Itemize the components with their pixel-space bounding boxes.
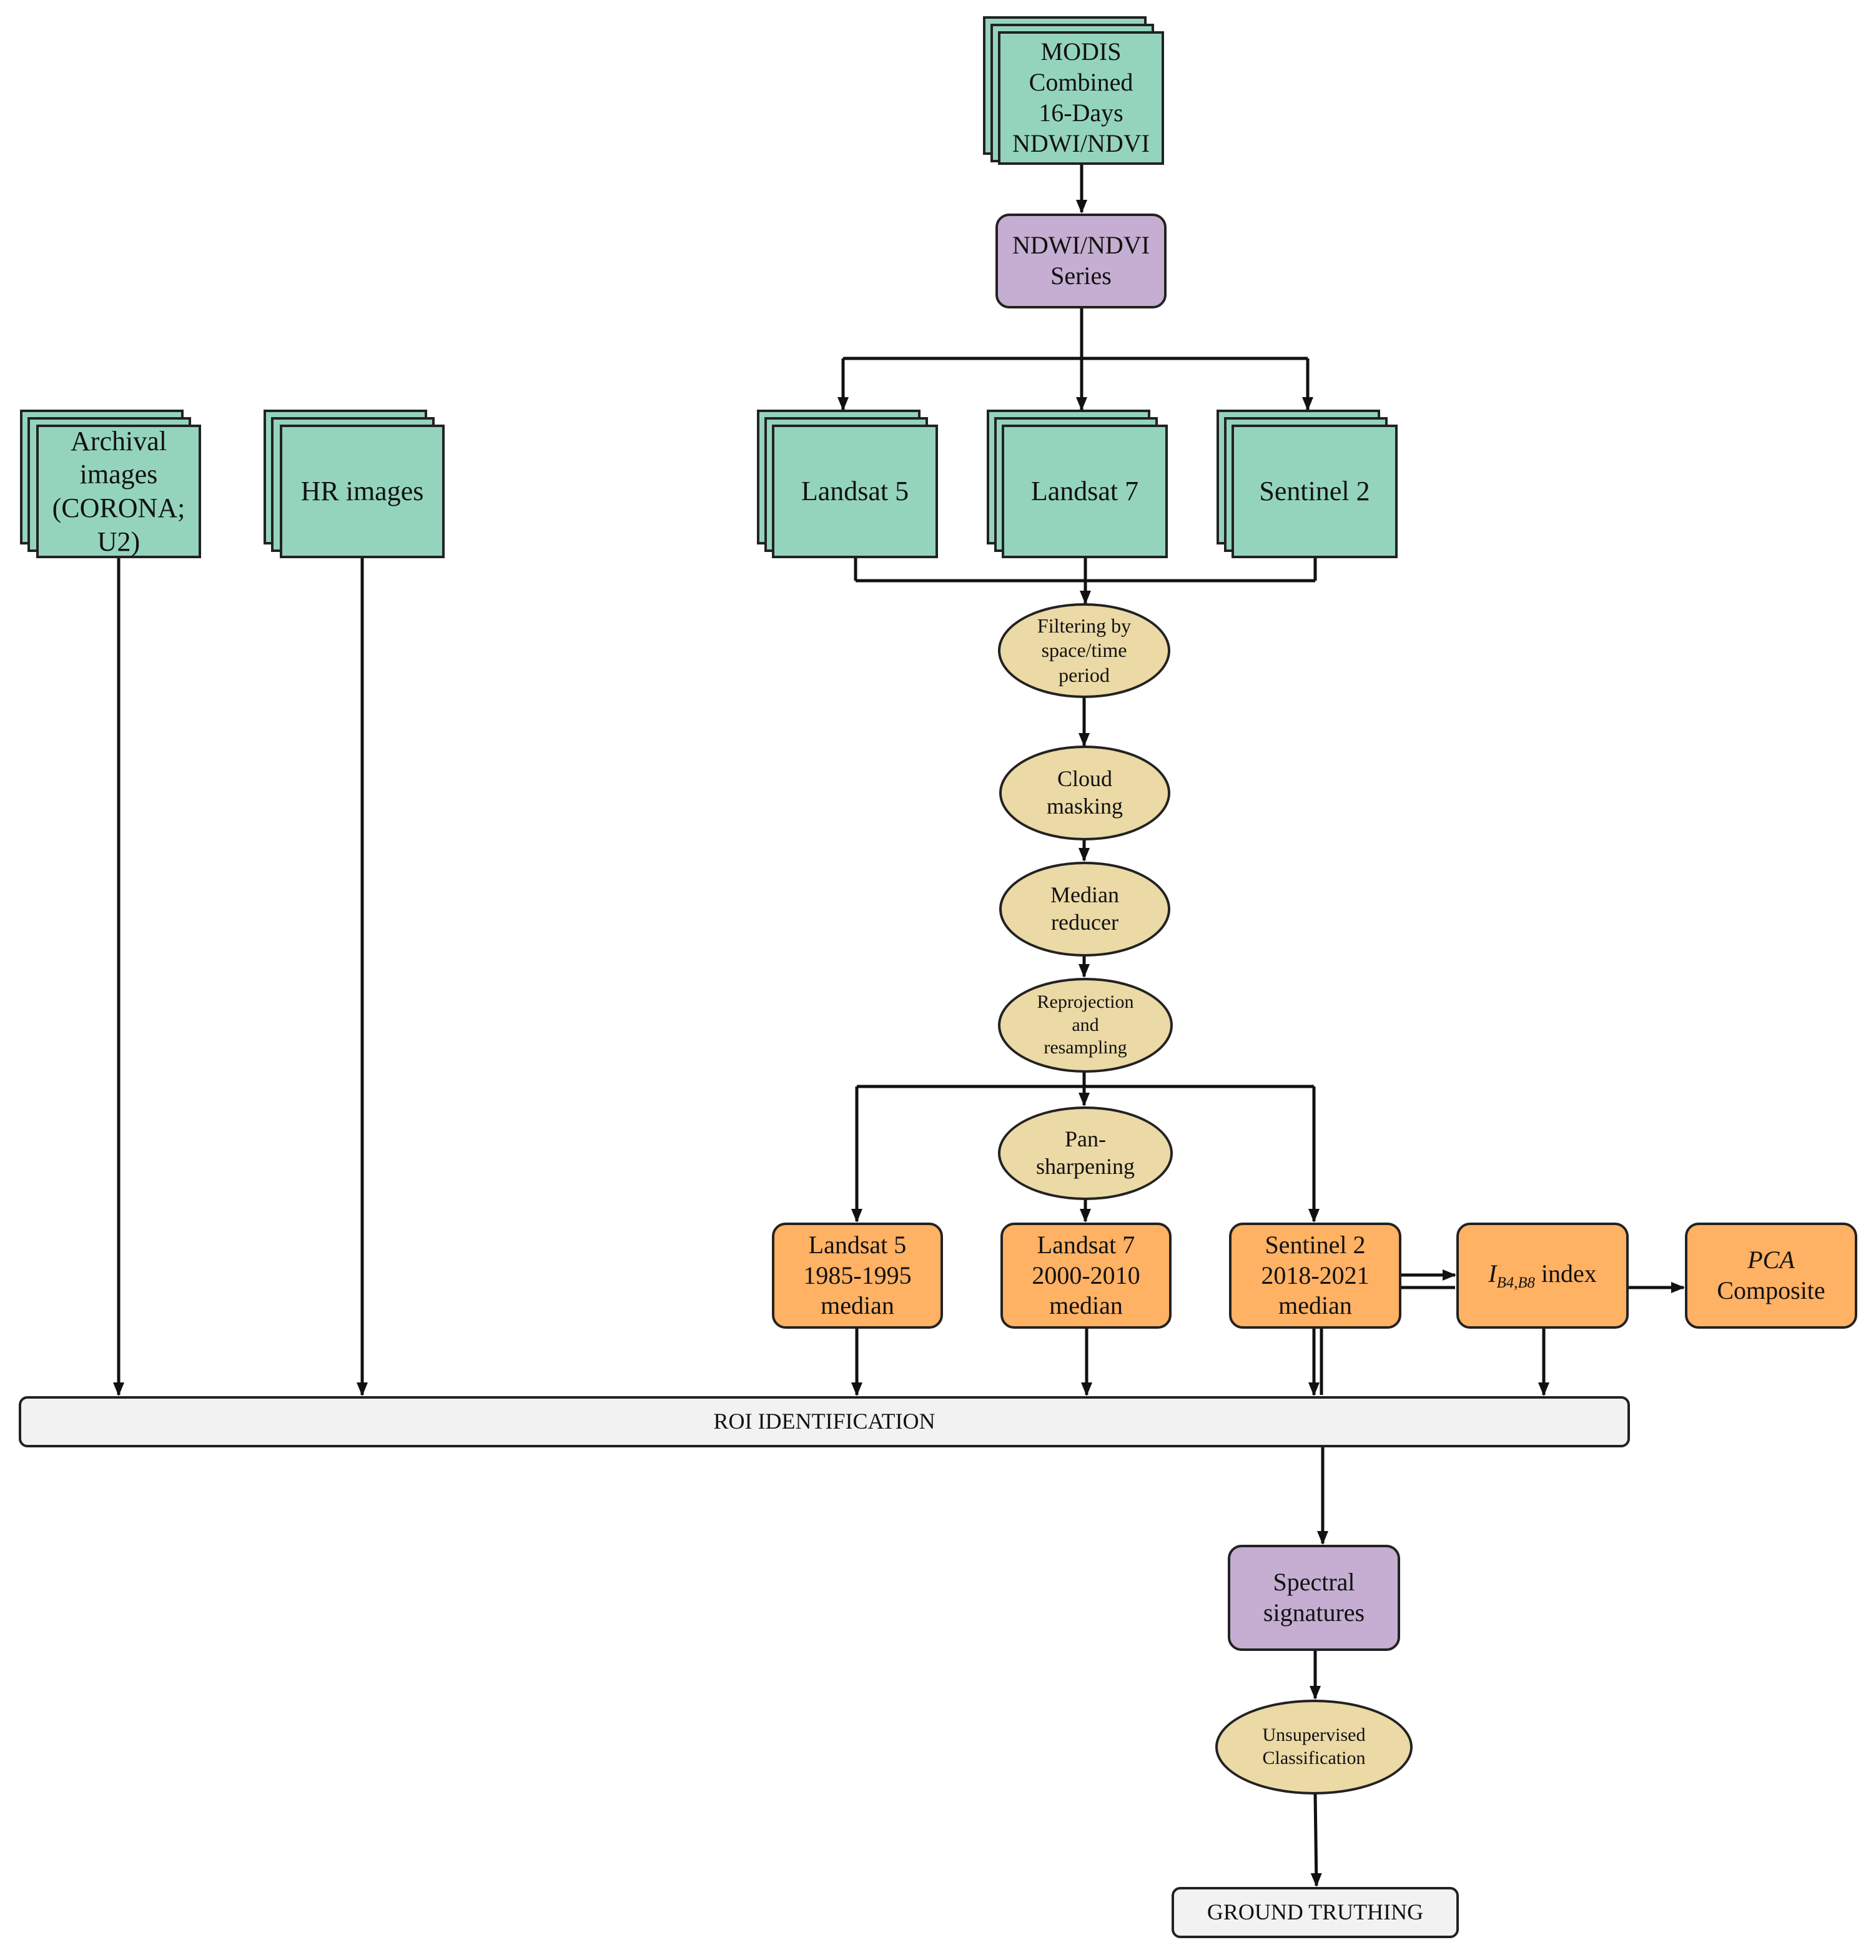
ground-truthing-label: GROUND TRUTHING xyxy=(1207,1899,1424,1925)
s2-median-line-3: median xyxy=(1278,1291,1352,1320)
hr-images-box: HR images xyxy=(280,425,445,558)
pca-composite-box: PCA Composite xyxy=(1685,1223,1857,1329)
l7-median-line-3: median xyxy=(1049,1291,1123,1320)
spectral-signatures-box: Spectral signatures xyxy=(1228,1545,1400,1651)
median-line-2: reducer xyxy=(1051,910,1118,935)
cloud-line-2: masking xyxy=(1047,794,1123,819)
arrow-unsupervised-to-ground xyxy=(1310,1793,1322,1887)
pansharpening-ellipse: Pan- sharpening xyxy=(998,1106,1173,1200)
archival-line-3: (CORONA; xyxy=(52,493,185,523)
archival-line-4: U2) xyxy=(97,526,141,557)
landsat5-label: Landsat 5 xyxy=(801,476,909,507)
reprojection-line-2: and xyxy=(1072,1014,1099,1035)
unsupervised-classification-ellipse: Unsupervised Classification xyxy=(1215,1700,1413,1795)
spectral-line-1: Spectral xyxy=(1273,1568,1355,1597)
sentinel2-box: Sentinel 2 xyxy=(1232,425,1398,558)
s2-median-line-1: Sentinel 2 xyxy=(1265,1230,1366,1259)
pansharpening-line-1: Pan- xyxy=(1065,1126,1106,1152)
pca-line-1: PCA xyxy=(1747,1246,1795,1274)
l7-median-line-2: 2000-2010 xyxy=(1032,1261,1140,1289)
ndwi-ndvi-series-box: NDWI/NDVI Series xyxy=(995,214,1167,308)
unsupervised-line-2: Classification xyxy=(1262,1748,1366,1768)
roi-label: ROI IDENTIFICATION xyxy=(713,1409,936,1434)
l5-median-line-3: median xyxy=(821,1291,894,1320)
index-symbol: I xyxy=(1488,1259,1497,1288)
index-word: index xyxy=(1541,1259,1597,1288)
landsat7-box: Landsat 7 xyxy=(1002,425,1168,558)
cloud-line-1: Cloud xyxy=(1057,766,1112,792)
archival-images-box: Archival images (CORONA; U2) xyxy=(36,425,201,558)
median-line-1: Median xyxy=(1050,882,1119,908)
modis-line-4: NDWI/NDVI xyxy=(1012,129,1150,157)
filtering-line-2: space/time xyxy=(1041,639,1127,662)
reprojection-line-1: Reprojection xyxy=(1037,992,1134,1013)
l5-median-line-2: 1985-1995 xyxy=(803,1261,912,1289)
l7-median-line-1: Landsat 7 xyxy=(1037,1230,1135,1259)
series-line-2: Series xyxy=(1050,262,1112,290)
index-subscript: B4,B8 xyxy=(1496,1274,1535,1291)
modis-line-1: MODIS xyxy=(1040,37,1122,66)
filtering-line-3: period xyxy=(1059,663,1110,686)
unsupervised-line-1: Unsupervised xyxy=(1262,1725,1366,1746)
l5-median-line-1: Landsat 5 xyxy=(808,1230,907,1259)
sentinel2-label: Sentinel 2 xyxy=(1259,476,1370,507)
index-label: IB4,B8 index xyxy=(1488,1259,1597,1293)
landsat7-median-box: Landsat 7 2000-2010 median xyxy=(1000,1223,1172,1329)
sentinel2-median-box: Sentinel 2 2018-2021 median xyxy=(1229,1223,1401,1329)
archival-line-2: images xyxy=(79,459,158,490)
spectral-line-2: signatures xyxy=(1263,1598,1365,1627)
series-line-1: NDWI/NDVI xyxy=(1012,231,1150,260)
median-reducer-ellipse: Median reducer xyxy=(999,862,1170,957)
reprojection-ellipse: Reprojection and resampling xyxy=(998,978,1173,1073)
landsat5-median-box: Landsat 5 1985-1995 median xyxy=(772,1223,943,1329)
modis-line-3: 16-Days xyxy=(1039,99,1123,127)
pca-line-2: Composite xyxy=(1717,1276,1825,1304)
modis-box: MODIS Combined 16-Days NDWI/NDVI xyxy=(998,31,1164,165)
roi-identification-bar: ROI IDENTIFICATION xyxy=(19,1396,1630,1447)
ground-truthing-box: GROUND TRUTHING xyxy=(1172,1887,1459,1938)
reprojection-line-3: resampling xyxy=(1044,1037,1127,1058)
landsat7-label: Landsat 7 xyxy=(1030,476,1139,507)
index-box: IB4,B8 index xyxy=(1456,1223,1629,1329)
cloud-masking-ellipse: Cloud masking xyxy=(999,746,1170,840)
hr-images-label: HR images xyxy=(300,476,424,507)
landsat5-box: Landsat 5 xyxy=(772,425,938,558)
pansharpening-line-2: sharpening xyxy=(1036,1154,1135,1179)
filtering-ellipse: Filtering by space/time period xyxy=(998,603,1170,698)
archival-line-1: Archival xyxy=(71,425,167,456)
s2-median-line-2: 2018-2021 xyxy=(1261,1261,1370,1289)
modis-line-2: Combined xyxy=(1029,68,1133,97)
filtering-line-1: Filtering by xyxy=(1037,614,1132,638)
